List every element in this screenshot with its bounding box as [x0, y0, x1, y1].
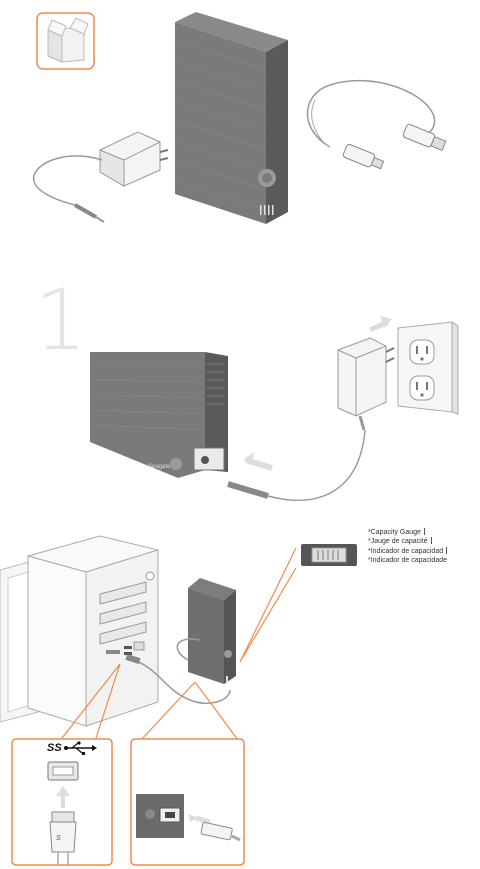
- callout-lines: [61, 547, 297, 741]
- capacity-gauge-icon: [301, 544, 357, 566]
- capacity-gauge-label-es: *Indicador de capacidad: [368, 546, 448, 556]
- usb-ss-label: SS: [47, 742, 62, 754]
- usb-cable-connected: [133, 659, 231, 704]
- capacity-gauge-label-en: *Capacity Gauge: [368, 528, 447, 537]
- wall-outlet: [397, 321, 459, 415]
- arrow-up-icon: [56, 786, 70, 808]
- capacity-gauge-label-fr: *Jauge de capacité: [368, 537, 447, 546]
- svg-text:Seagate: Seagate: [148, 464, 171, 470]
- step-number: 1: [34, 271, 88, 369]
- desktop-computer: [26, 535, 160, 727]
- capacity-gauge-label-pt: *Indicador de capacidade: [368, 557, 448, 565]
- drive-rear-view: Seagate: [89, 352, 228, 478]
- power-adapter: [33, 131, 169, 223]
- package-icon: [36, 12, 95, 70]
- external-drive-connected: [188, 578, 236, 684]
- svg-text:S: S: [56, 835, 61, 842]
- usb-trident-icon: [64, 741, 97, 755]
- capacity-gauge-labels: *Capacity Gauge *Jauge de capacité *Indi…: [368, 528, 448, 566]
- external-drive: [174, 12, 288, 224]
- usb-cable: [306, 79, 447, 170]
- usb-port: [47, 761, 79, 781]
- power-cable: [227, 337, 395, 501]
- usb-connector: S: [49, 811, 77, 866]
- drive-port-closeup: [136, 794, 241, 842]
